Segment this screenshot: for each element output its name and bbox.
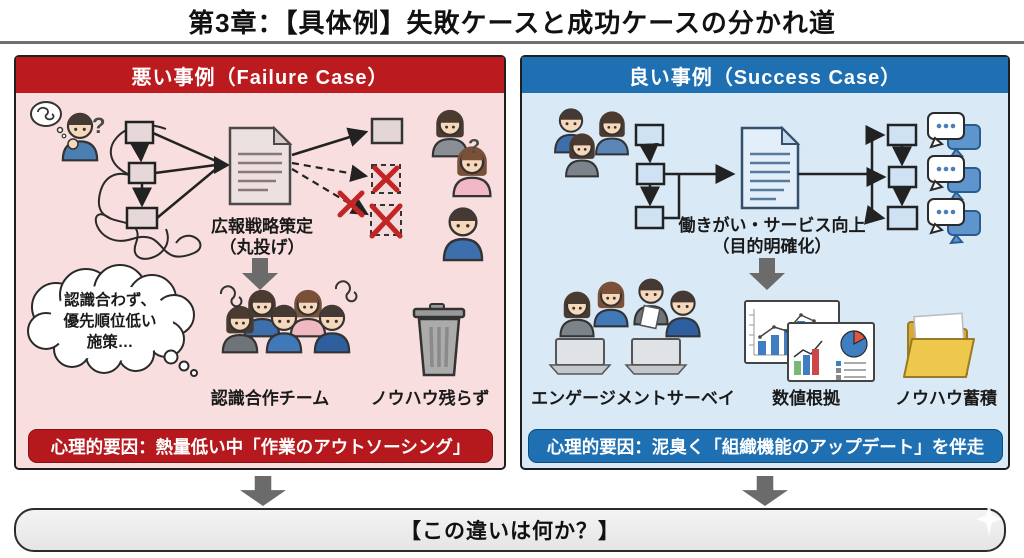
charts-icon: [744, 300, 875, 382]
success-flow-boxes: [634, 123, 736, 230]
action-boxes: [886, 123, 919, 231]
thought-cloud-text: 認識合わず、 優先順位低い 施策…: [63, 292, 157, 351]
converging-arrows: [152, 131, 230, 219]
failure-panel-header: 悪い事例（Failure Case）: [16, 57, 504, 93]
chat-bubbles-icon-3: [927, 198, 981, 245]
strategy-document-icon: [228, 125, 293, 206]
folder-label: ノウハウ蓄積: [895, 389, 997, 408]
purpose-document-icon: [740, 125, 801, 210]
purpose-doc-label: 働きがい・サービス向上 （目的明確化）: [678, 216, 866, 257]
success-panel: 良い事例（Success Case）: [520, 55, 1010, 470]
success-illustration: [548, 107, 981, 382]
stakeholder-woman-gray-icon: [431, 108, 469, 158]
folder-icon: [903, 312, 975, 378]
strategy-doc-label: 広報戦略策定 （丸投げ）: [211, 217, 313, 258]
survey-label: エンゲージメントサーベイ: [531, 389, 735, 408]
team-label: 認識合作チーム: [210, 389, 330, 408]
accepted-task-box: [370, 117, 404, 145]
failure-banner: 心理的要因：熱量低い中「作業のアウトソーシング」: [28, 429, 493, 463]
failure-illustration: ? ?: [27, 101, 492, 377]
failure-panel: 悪い事例（Failure Case）: [14, 55, 506, 470]
chat-bubbles-icon-2: [927, 155, 981, 202]
title-divider: [0, 41, 1024, 44]
chat-bubbles-icon-1: [927, 112, 981, 159]
stakeholder-woman-pink-icon: ?: [452, 136, 492, 198]
down-arrow-icon: [242, 258, 278, 290]
trash-can-icon: [412, 303, 466, 377]
confused-employee-icon: ?: [30, 101, 105, 162]
trash-label: ノウハウ残らず: [370, 389, 490, 408]
stakeholder-man-blue-icon: [442, 206, 484, 262]
red-cross-icon: [337, 190, 365, 218]
down-arrow-icon: [749, 258, 785, 290]
footer-down-arrow-left: [240, 476, 286, 506]
branch-arrows: [798, 125, 887, 225]
success-panel-header: 良い事例（Success Case）: [522, 57, 1008, 93]
question-mark-2: ?: [468, 136, 480, 158]
failure-flow-boxes: [124, 120, 159, 230]
page-title: 第3章：【具体例】失敗ケースと成功ケースの分かれ道: [188, 8, 836, 38]
tangle-scribble-icon: [94, 124, 202, 260]
success-banner: 心理的要因：泥臭く「組織機能のアップデート」を伴走: [528, 429, 1003, 463]
rejected-task-box-1: [371, 164, 401, 194]
survey-team-icon: [548, 277, 701, 375]
rejected-task-box-2: [369, 203, 403, 239]
thought-cloud-icon: [27, 264, 198, 377]
question-mark-1: ?: [92, 113, 105, 138]
planning-team-icon: [554, 107, 629, 178]
footer-question: 【この違いは何か？】: [400, 520, 620, 543]
evidence-label: 数値根拠: [772, 389, 840, 408]
footer-banner: 【この違いは何か？】: [14, 508, 1006, 552]
misaligned-team-icon: [219, 280, 358, 354]
footer-down-arrow-right: [742, 476, 788, 506]
